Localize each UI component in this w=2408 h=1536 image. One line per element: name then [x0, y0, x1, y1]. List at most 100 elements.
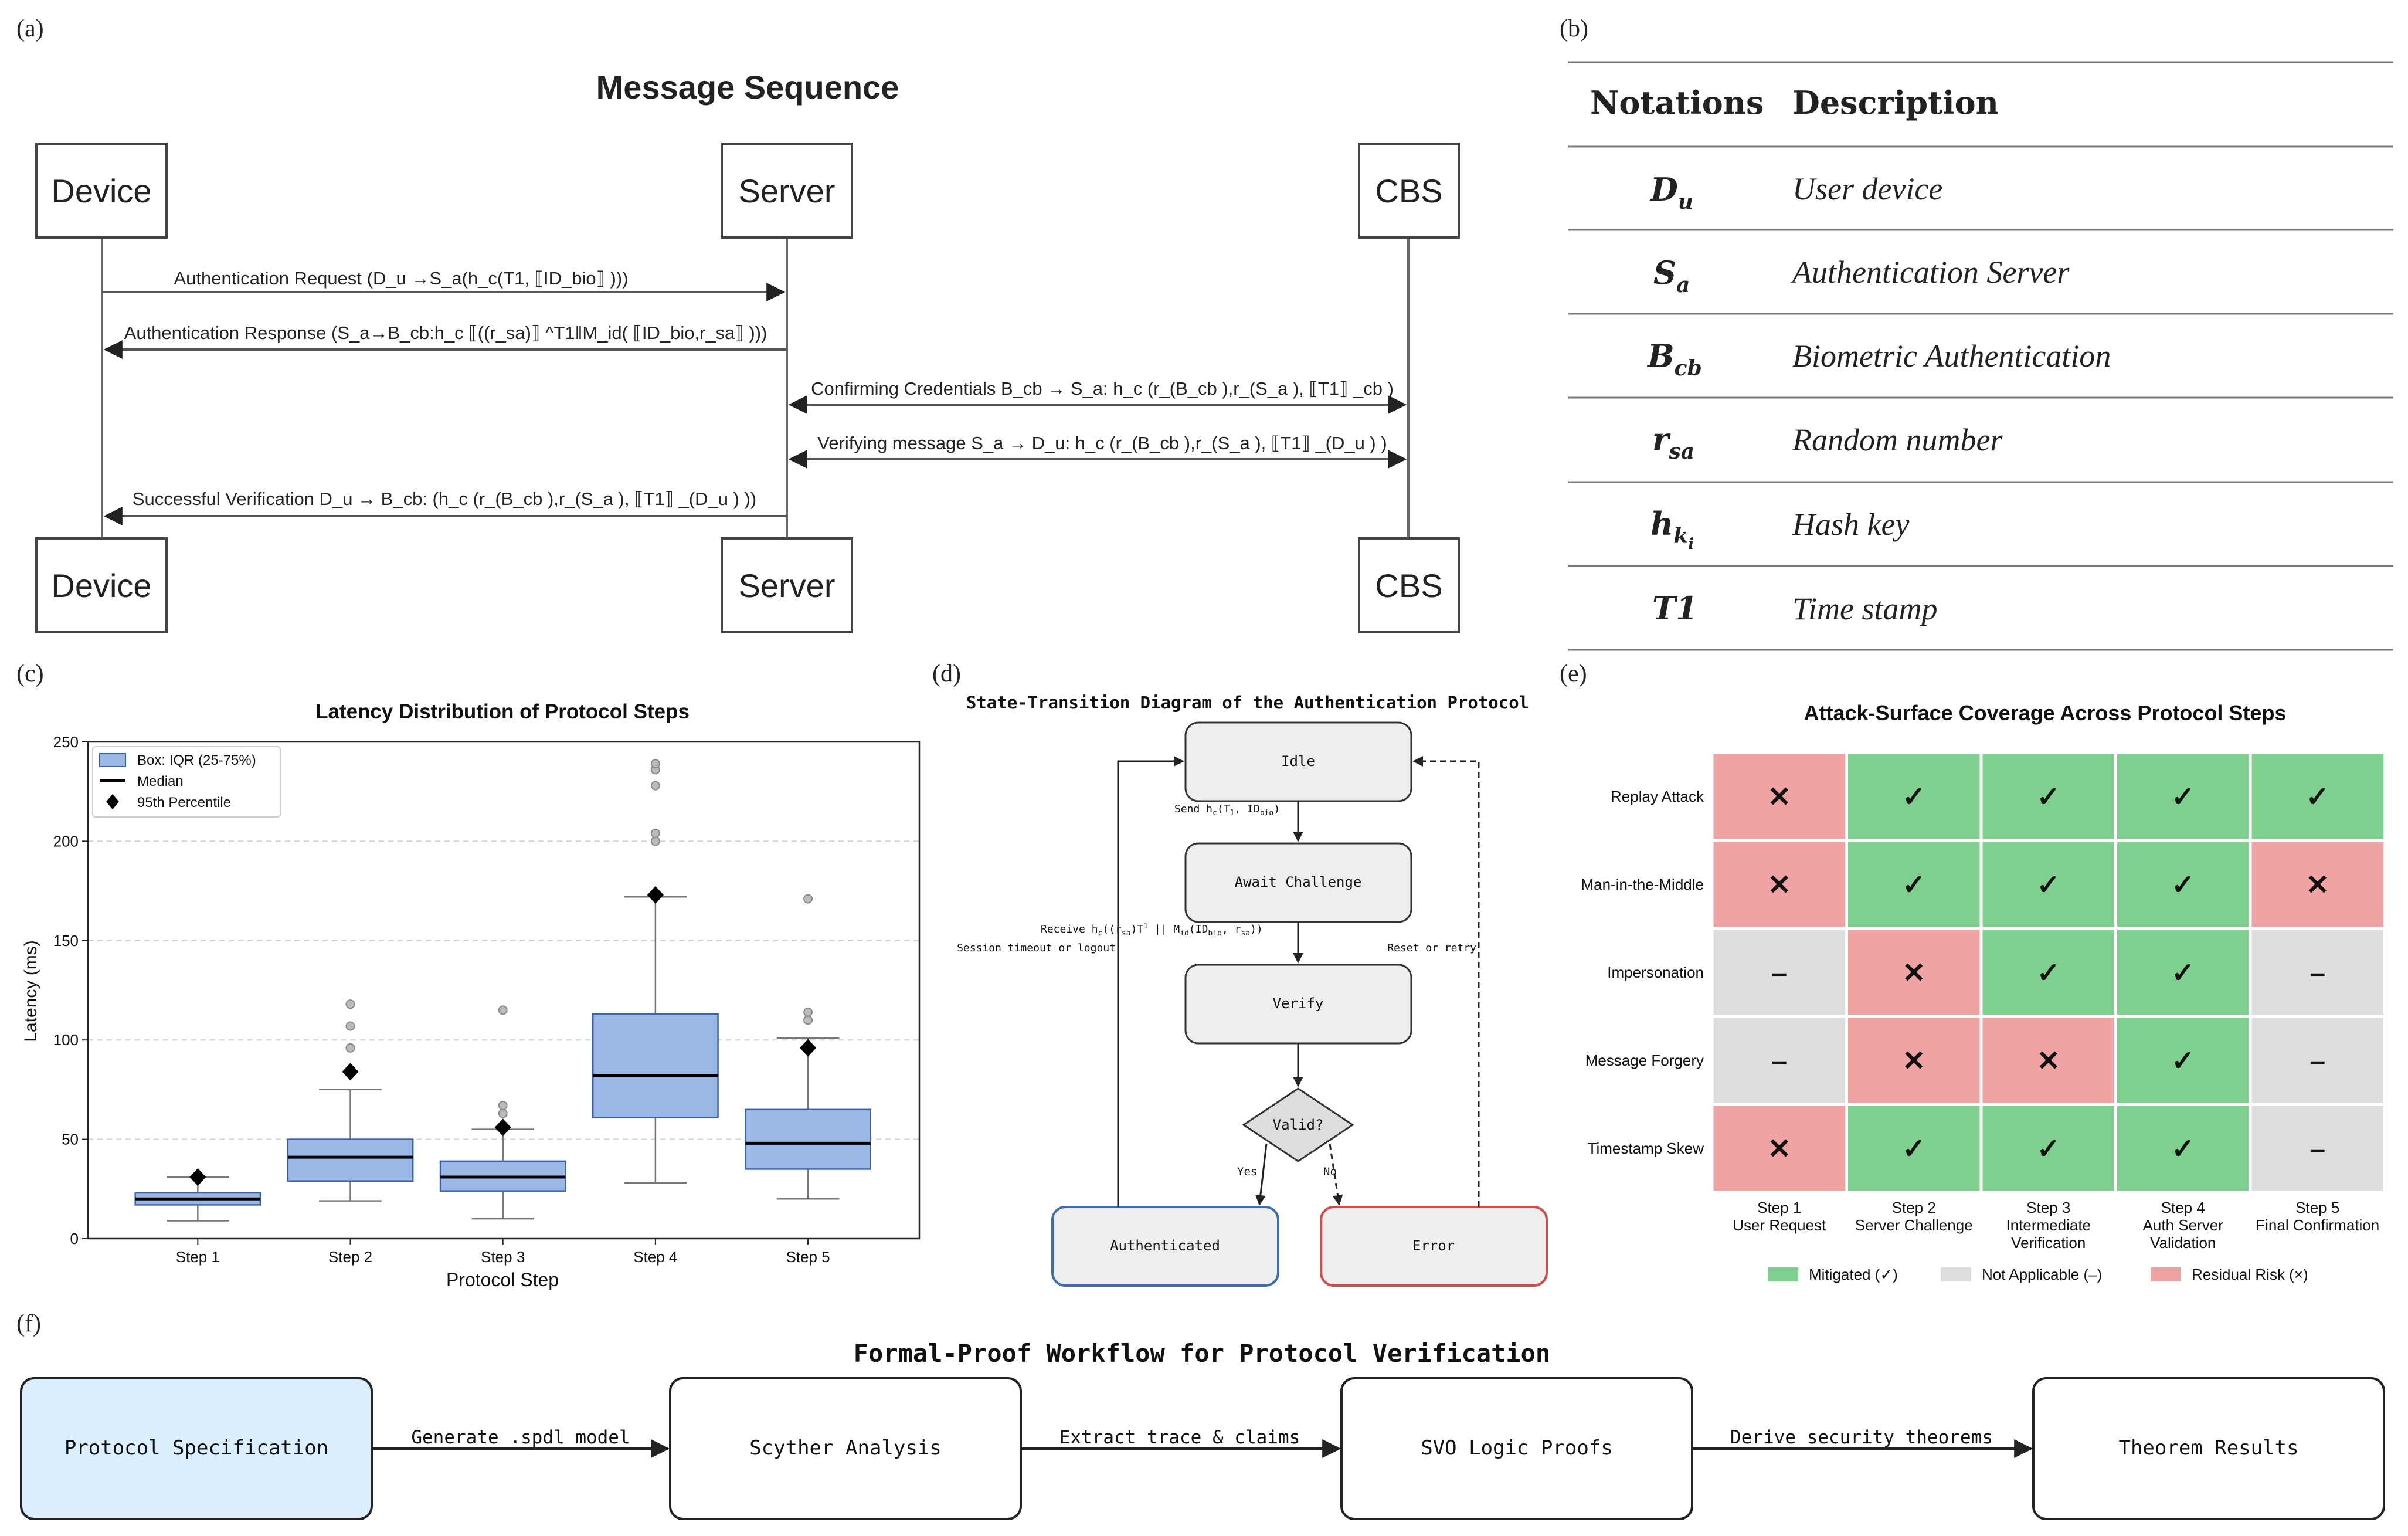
plot-frame [87, 741, 921, 1240]
message-label-2: Authentication Response (S_a→B_cb:h_c ⟦(… [124, 323, 767, 343]
workflow-edge-label: Generate .spdl model [411, 1427, 630, 1448]
transition-error-idle [1412, 756, 1480, 1207]
x-tick-label: Step 2 [328, 1248, 372, 1266]
attack-surface-heatmap: Attack-Surface Coverage Across Protocol … [1581, 701, 2386, 1283]
workflow-title: Formal-Proof Workflow for Protocol Verif… [854, 1339, 1550, 1368]
outlier-point [498, 1101, 508, 1111]
workflow-edge-label: Derive security theorems [1730, 1427, 1993, 1448]
transition-auth-idle [1117, 756, 1184, 1207]
chart-legend: Box: IQR (25-75%) Median 95th Percentile [92, 746, 281, 818]
proof-workflow: Formal-Proof Workflow for Protocol Verif… [20, 1339, 2385, 1520]
transition-timeout-label: Session timeout or logout [957, 942, 1116, 954]
p95-marker [189, 1168, 206, 1186]
heatmap-cell [2249, 1103, 2386, 1194]
heatmap-cell-symbol: ✓ [2037, 782, 2060, 813]
notation-symbol: Du [1649, 171, 1693, 214]
state-await-label: Await Challenge [1235, 874, 1362, 890]
heatmap-column-label: Auth Server [2143, 1216, 2224, 1234]
actor-label-cbs-top: CBS [1375, 172, 1442, 209]
chart-title: Latency Distribution of Protocol Steps [315, 700, 690, 723]
heatmap-cell-symbol: ✕ [1768, 782, 1791, 813]
grid-lines [88, 840, 919, 1140]
y-tick-label: 150 [53, 932, 79, 950]
heatmap-row-label: Impersonation [1607, 964, 1704, 981]
iqr-box [592, 1013, 719, 1118]
heatmap-cell-symbol: ✓ [2171, 870, 2195, 901]
heatmap-cell [1979, 839, 2117, 930]
heatmap-cell-symbol: ✓ [2171, 958, 2195, 989]
heatmap-title: Attack-Surface Coverage Across Protocol … [1804, 701, 2287, 725]
workflow-step-label: Protocol Specification [64, 1436, 328, 1460]
heatmap-cell-symbol: ✕ [2306, 870, 2329, 901]
p95-marker [494, 1118, 511, 1137]
heatmap-cell [1979, 751, 2117, 842]
state-verify-label: Verify [1273, 995, 1324, 1012]
heatmap-cell-symbol: ✓ [1902, 870, 1925, 901]
legend-label-mitigated: Mitigated (✓) [1809, 1266, 1898, 1283]
legend-swatch-not-applicable [1941, 1267, 1971, 1281]
heatmap-cell-symbol: – [2309, 958, 2325, 989]
outlier-point [498, 1108, 508, 1118]
notation-description: Authentication Server [1791, 255, 2070, 290]
heatmap-cell [1845, 1015, 1983, 1106]
heatmap-cell [2114, 751, 2252, 842]
heatmap-column-label: Intermediate [2006, 1216, 2091, 1234]
outlier-point [803, 894, 813, 904]
heatmap-row-labels: Replay AttackMan-in-the-MiddleImpersonat… [1581, 788, 1704, 1157]
actor-box-device-top [35, 143, 168, 239]
y-tick-label: 200 [53, 832, 79, 850]
heatmap-column-label: Verification [2011, 1234, 2086, 1252]
heatmap-cell-symbol: ✓ [2171, 1134, 2195, 1165]
legend-label-residual: Residual Risk (×) [2192, 1266, 2308, 1283]
state-authenticated [1051, 1206, 1279, 1287]
heatmap-cell [2114, 927, 2252, 1018]
notation-description: Time stamp [1792, 591, 1938, 626]
actor-label-device-top: Device [51, 172, 151, 209]
outlier-point [345, 999, 355, 1009]
legend-label-p95: 95th Percentile [137, 795, 231, 811]
p95-marker [647, 886, 664, 904]
heatmap-cell [2249, 751, 2386, 842]
outlier-point [345, 1021, 355, 1031]
notation-symbol: Bcb [1646, 337, 1702, 381]
state-valid-label: Valid? [1273, 1117, 1324, 1133]
heatmap-column-label: Final Confirmation [2256, 1216, 2379, 1234]
y-tick-label: 100 [53, 1031, 79, 1049]
transition-no-label: No [1323, 1165, 1337, 1178]
iqr-box [287, 1138, 414, 1182]
sequence-diagram: Message Sequence Device Server CBS Authe… [35, 69, 1460, 633]
state-error-label: Error [1412, 1237, 1455, 1254]
heatmap-cell-symbol: ✕ [1902, 1046, 1925, 1077]
heatmap-column-label: Server Challenge [1855, 1216, 1973, 1234]
boxes [134, 759, 871, 1222]
heatmap-row-label: Message Forgery [1585, 1052, 1704, 1069]
legend-swatch-mitigated [1768, 1267, 1798, 1281]
actor-box-cbs-top [1358, 143, 1460, 239]
state-diagram: State-Transition Diagram of the Authenti… [957, 693, 1548, 1287]
x-tick-label: Step 5 [786, 1248, 830, 1266]
message-label-5: Successful Verification D_u → B_cb: (h_c… [133, 489, 756, 509]
actor-box-server-bottom [721, 537, 853, 633]
x-tick-label: Step 1 [176, 1248, 220, 1266]
message-label-3: Confirming Credentials B_cb → S_a: h_c (… [811, 378, 1394, 399]
heatmap-column-label: Step 3 [2026, 1199, 2070, 1216]
x-tick-label: Step 3 [481, 1248, 525, 1266]
heatmap-cell-symbol: – [2309, 1134, 2325, 1165]
transition-valid-yes [1255, 1143, 1268, 1206]
x-tick-label: Step 4 [633, 1248, 677, 1266]
heatmap-cell [1979, 927, 2117, 1018]
heatmap-cell-symbol: ✓ [2037, 1134, 2060, 1165]
legend-swatch-p95 [106, 794, 119, 809]
heatmap-cell [1845, 1103, 1983, 1194]
latency-boxplot: Latency Distribution of Protocol Steps P… [21, 700, 921, 1290]
panel-label-e: (e) [1560, 660, 1587, 687]
heatmap-column-label: User Request [1733, 1216, 1826, 1234]
heatmap-cell-symbol: ✓ [2037, 958, 2060, 989]
y-tick-label: 50 [62, 1131, 79, 1148]
legend-label-box: Box: IQR (25-75%) [137, 752, 256, 768]
table-header-notations: Notations [1590, 84, 1764, 121]
outlier-point [650, 759, 660, 769]
heatmap-cell-symbol: ✓ [1902, 1134, 1925, 1165]
heatmap-cell-symbol: ✕ [2037, 1046, 2060, 1077]
